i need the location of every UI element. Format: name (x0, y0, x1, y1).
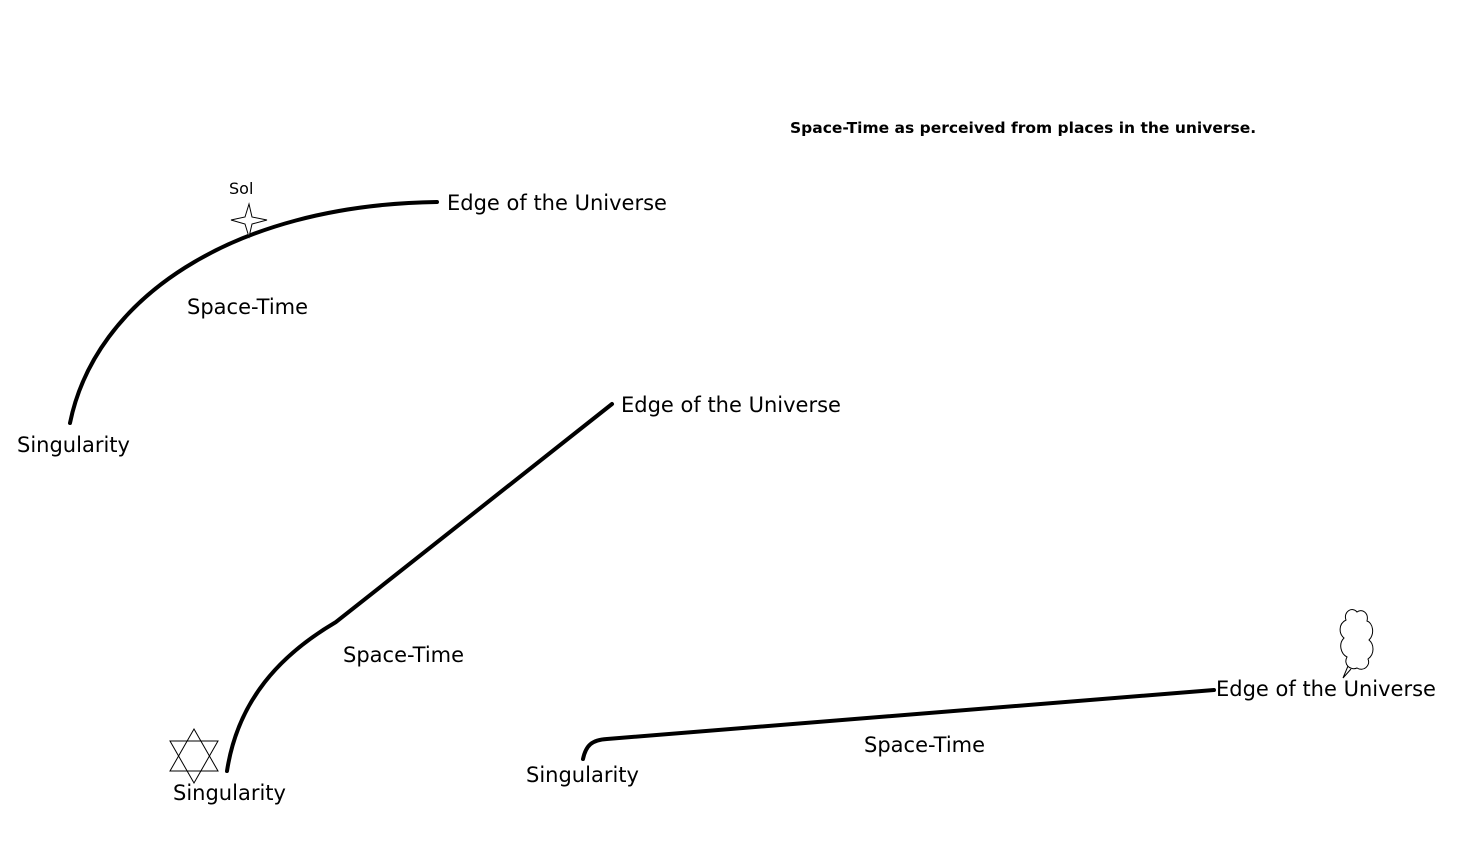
singularity-label-3: Singularity (526, 763, 639, 787)
sol-label: Sol (229, 179, 254, 198)
spacetime-label-2: Space-Time (343, 643, 465, 667)
spacetime-label-1: Space-Time (187, 295, 309, 319)
spacetime-curve-3 (581, 688, 1216, 761)
star-four-point-icon (230, 202, 268, 239)
singularity-label-1: Singularity (17, 433, 130, 457)
edge-label-2: Edge of the Universe (621, 393, 841, 417)
spacetime-label-3: Space-Time (864, 733, 986, 757)
diagram-title: Space-Time as perceived from places in t… (790, 119, 1257, 137)
singularity-label-2: Singularity (173, 781, 286, 805)
edge-label-3: Edge of the Universe (1216, 677, 1436, 701)
cloud-icon (1339, 609, 1374, 679)
star-six-point-icon (169, 727, 219, 785)
spacetime-curve-1 (68, 200, 439, 425)
edge-label-1: Edge of the Universe (447, 191, 667, 215)
spacetime-curve-2 (225, 402, 614, 773)
